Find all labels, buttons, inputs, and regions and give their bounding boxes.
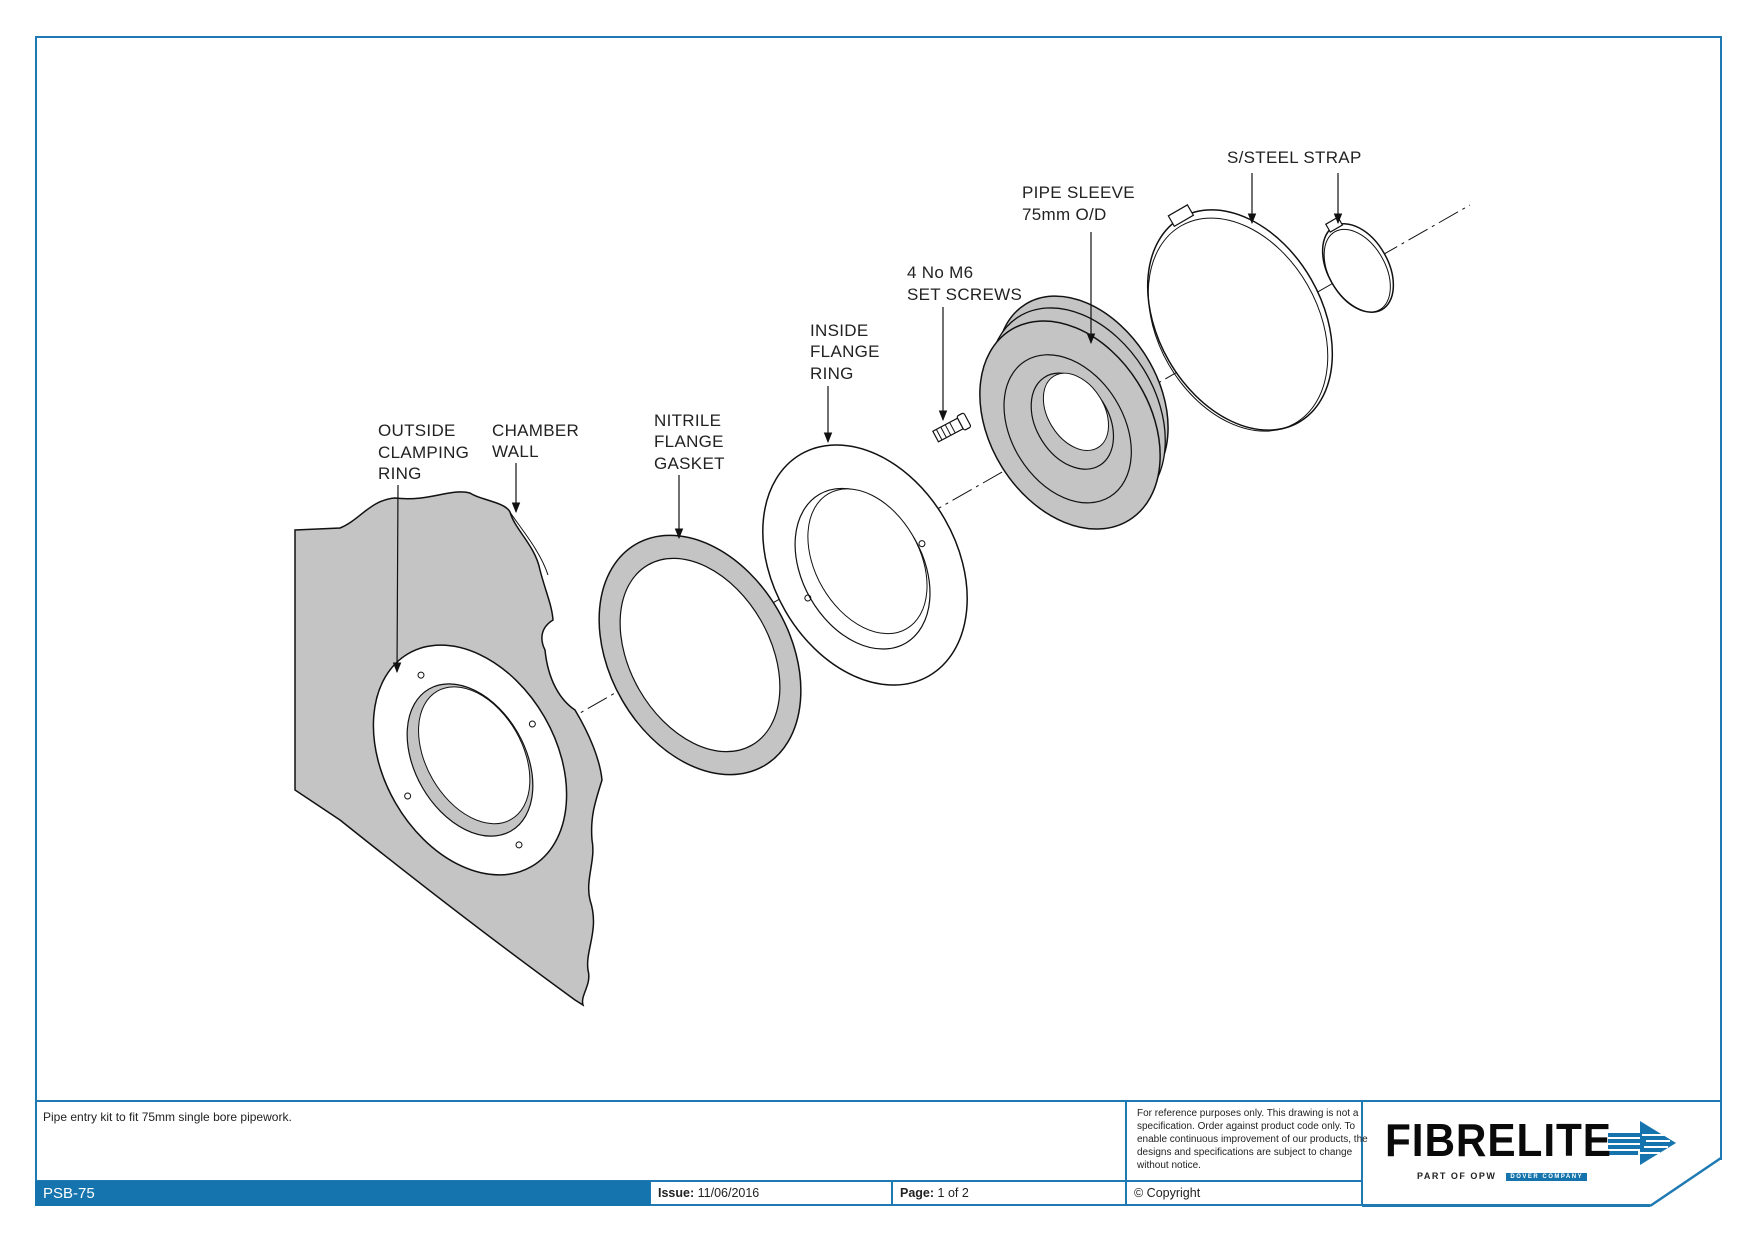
page-label: Page: — [900, 1186, 935, 1200]
logo-dover-badge: DOVER COMPANY — [1506, 1172, 1588, 1181]
issue-date: 11/06/2016 — [697, 1186, 760, 1200]
chamber-wall-edge — [509, 511, 549, 576]
drawing-frame — [35, 36, 1722, 1206]
fibrelite-logo-icon — [1608, 1121, 1676, 1165]
label-inside-flange-ring: INSIDE FLANGE RING — [810, 321, 885, 383]
label-steel-strap: S/STEEL STRAP — [1227, 148, 1362, 167]
page-cell: Page: 1 of 2 — [892, 1181, 1126, 1206]
issue-label: Issue: — [658, 1186, 695, 1200]
label-pipe-sleeve: PIPE SLEEVE 75mm O/D — [1022, 183, 1140, 224]
product-code: PSB-75 — [35, 1181, 650, 1206]
label-nitrile-flange-gasket: NITRILE FLANGE GASKET — [654, 411, 729, 473]
leader-outside-clamping-ring — [392, 484, 402, 674]
logo-tagline-text: PART OF OPW — [1417, 1171, 1497, 1181]
page-number: 1 of 2 — [937, 1186, 969, 1200]
title-block: Pipe entry kit to fit 75mm single bore p… — [35, 1101, 1722, 1206]
title-bar: PSB-75 Issue: 11/06/2016 Page: 1 of 2 © … — [35, 1181, 1360, 1206]
issue-cell: Issue: 11/06/2016 — [650, 1181, 892, 1206]
large-steel-strap — [1146, 204, 1334, 432]
small-steel-strap — [1321, 216, 1395, 313]
drawing-description: Pipe entry kit to fit 75mm single bore p… — [43, 1110, 292, 1124]
label-outside-clamping-ring: OUTSIDE CLAMPING RING — [378, 421, 474, 483]
inside-flange-ring — [762, 444, 968, 686]
copyright: © Copyright — [1134, 1186, 1201, 1200]
set-screw — [932, 412, 972, 443]
pipe-sleeve — [979, 295, 1169, 530]
frame-corner-chamfer — [1649, 1156, 1722, 1208]
nitrile-flange-gasket — [598, 534, 802, 776]
label-chamber-wall: CHAMBER WALL — [492, 421, 584, 461]
disclaimer-notice: For reference purposes only. This drawin… — [1137, 1108, 1368, 1171]
label-set-screws: 4 No M6 SET SCREWS — [907, 263, 1022, 304]
outside-clamping-ring — [372, 644, 568, 876]
logo-tagline: PART OF OPW DOVER COMPANY — [1417, 1171, 1588, 1181]
logo-brand: FIBRELITE — [1385, 1114, 1612, 1166]
